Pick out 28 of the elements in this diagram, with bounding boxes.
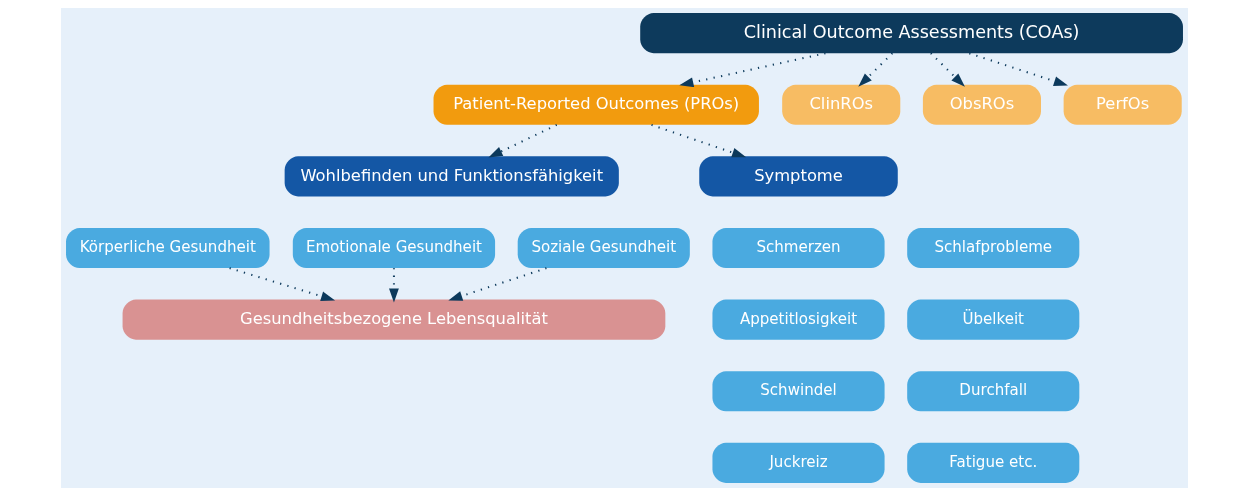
node-box: PerfOs bbox=[1063, 84, 1182, 125]
node-box: ObsROs bbox=[922, 84, 1041, 125]
node-box: Gesundheitsbezogene Lebensqualität bbox=[122, 299, 665, 340]
node-box: Körperliche Gesundheit bbox=[65, 227, 270, 269]
node-box: Fatigue etc. bbox=[906, 442, 1079, 483]
node-box: ClinROs bbox=[781, 84, 900, 125]
node-box: Soziale Gesundheit bbox=[517, 227, 690, 269]
arrow bbox=[678, 52, 826, 88]
arrow bbox=[968, 52, 1068, 86]
arrow bbox=[487, 124, 557, 158]
node-box: Schlafprobleme bbox=[906, 227, 1079, 269]
node-box: Schmerzen bbox=[711, 227, 885, 269]
node-box: Appetitlosigkeit bbox=[711, 299, 885, 340]
arrow bbox=[228, 267, 335, 301]
node-box: Clinical Outcome Assessments (COAs) bbox=[639, 13, 1183, 54]
node-box: Wohlbefinden und Funktionsfähigkeit bbox=[284, 156, 619, 197]
node-box: Emotionale Gesundheit bbox=[292, 227, 495, 269]
arrow bbox=[857, 52, 893, 87]
node-box: Durchfall bbox=[906, 371, 1079, 412]
node-box: Symptome bbox=[698, 156, 898, 197]
node-box: Juckreiz bbox=[711, 442, 885, 483]
node-box: Übelkeit bbox=[906, 299, 1079, 340]
arrow bbox=[650, 123, 746, 158]
node-box: Patient-Reported Outcomes (PROs) bbox=[433, 84, 759, 125]
arrow bbox=[388, 268, 399, 303]
arrow bbox=[447, 267, 547, 301]
node-box: Schwindel bbox=[711, 371, 885, 412]
arrow bbox=[929, 52, 965, 87]
